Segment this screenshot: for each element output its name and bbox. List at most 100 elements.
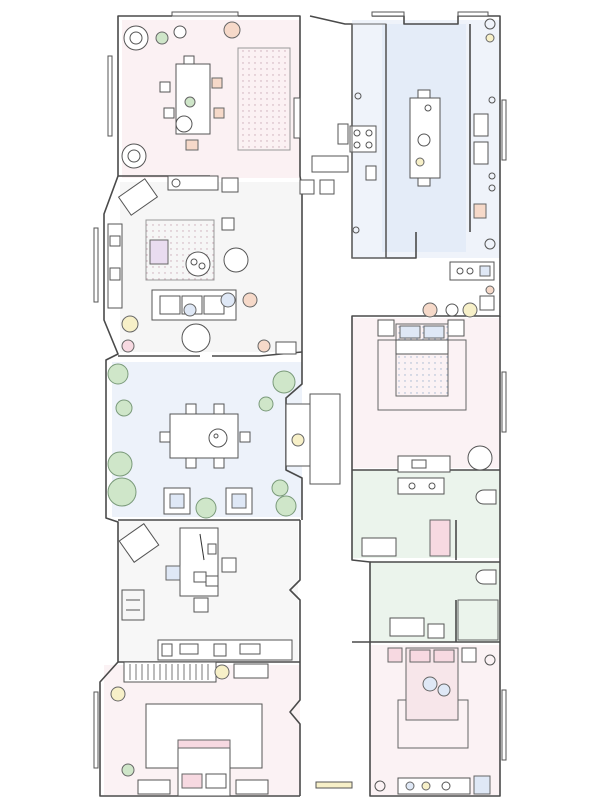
stool-icon bbox=[417, 89, 431, 99]
hallway bbox=[299, 123, 377, 195]
wall-left-top bbox=[238, 15, 301, 26]
speaker-icon bbox=[109, 267, 121, 281]
pillow-icon bbox=[181, 773, 203, 789]
window-right-1 bbox=[501, 99, 507, 161]
jar-icon bbox=[488, 96, 496, 104]
plant-icon bbox=[484, 654, 496, 666]
pen-icon bbox=[199, 533, 205, 561]
plant-icon bbox=[115, 399, 133, 417]
plant-icon bbox=[485, 33, 495, 43]
plant-icon bbox=[107, 363, 129, 385]
chair-icon bbox=[213, 403, 225, 415]
pillow-icon bbox=[423, 325, 445, 339]
jar-icon bbox=[352, 226, 360, 234]
fruit-icon bbox=[415, 157, 425, 167]
vanity-icon bbox=[427, 623, 445, 639]
pillow-icon bbox=[220, 292, 236, 308]
armchair-icon bbox=[467, 445, 493, 471]
sink-icon bbox=[337, 123, 349, 145]
jar-icon bbox=[488, 184, 496, 192]
chair-icon bbox=[165, 565, 181, 581]
book-icon bbox=[239, 643, 261, 655]
burner-icon bbox=[365, 129, 373, 137]
toilet-icon bbox=[475, 489, 497, 505]
cushion-icon bbox=[231, 493, 247, 509]
jar-icon bbox=[456, 267, 464, 275]
book-icon bbox=[179, 643, 199, 655]
wall-bedroom-right bbox=[289, 662, 301, 796]
bathroom-right-top bbox=[361, 477, 497, 557]
cup-icon bbox=[213, 433, 219, 439]
window-top-2 bbox=[371, 11, 405, 17]
pillow-icon bbox=[291, 433, 305, 447]
nightstand-icon bbox=[387, 647, 403, 663]
bowl-icon bbox=[417, 133, 431, 147]
side-table-icon bbox=[110, 686, 126, 702]
chair-icon bbox=[183, 55, 195, 65]
wall-right-mid bbox=[351, 300, 501, 797]
garden-room bbox=[107, 363, 341, 519]
pouf-icon bbox=[181, 323, 211, 353]
jar-icon bbox=[466, 267, 474, 275]
chair-icon bbox=[473, 775, 491, 795]
bathtub-icon bbox=[361, 537, 397, 557]
cushion-icon bbox=[169, 493, 185, 509]
cabinet-icon bbox=[473, 203, 487, 219]
rug-icon bbox=[237, 47, 291, 151]
sideboard-icon bbox=[293, 97, 301, 139]
chair-icon bbox=[159, 81, 171, 93]
book-icon bbox=[213, 643, 227, 657]
chair-icon bbox=[211, 77, 223, 89]
plant-icon bbox=[485, 285, 495, 295]
plant-icon bbox=[123, 25, 149, 51]
dresser-icon bbox=[397, 777, 471, 795]
window-bottom-hall bbox=[315, 781, 353, 789]
armchair-icon bbox=[223, 247, 249, 273]
appliance-icon bbox=[365, 165, 377, 181]
chair-icon bbox=[163, 107, 175, 119]
chair-icon bbox=[185, 139, 199, 151]
bedroom-right-top bbox=[377, 302, 493, 473]
dining-room bbox=[121, 21, 301, 169]
burner-icon bbox=[365, 141, 373, 149]
chair-icon bbox=[193, 597, 209, 613]
window-top-3 bbox=[457, 11, 489, 17]
plant-icon bbox=[107, 477, 137, 507]
cushion-icon bbox=[422, 676, 438, 692]
plant-icon bbox=[121, 763, 135, 777]
chair-icon bbox=[159, 431, 171, 443]
fridge-icon bbox=[473, 113, 489, 137]
side-table-icon bbox=[121, 315, 139, 333]
window-left-2 bbox=[93, 227, 99, 303]
easel-icon bbox=[121, 589, 145, 621]
tv-icon bbox=[411, 459, 427, 469]
side-table-icon bbox=[257, 339, 271, 353]
window-left-3 bbox=[93, 691, 99, 769]
piano-keys bbox=[129, 664, 209, 680]
chair-icon bbox=[213, 107, 225, 119]
sofa-cushion bbox=[159, 295, 181, 315]
blanket-icon bbox=[395, 339, 449, 355]
cup-icon bbox=[424, 104, 432, 112]
dresser-icon bbox=[397, 455, 451, 473]
cup-icon bbox=[190, 258, 198, 266]
nightstand-icon bbox=[235, 779, 269, 795]
coffee-table-icon bbox=[185, 251, 211, 277]
box-icon bbox=[479, 295, 495, 311]
shower-icon bbox=[457, 599, 499, 641]
cabinet-icon bbox=[275, 341, 297, 355]
plant-icon-inner bbox=[127, 149, 141, 163]
book-icon bbox=[161, 643, 173, 657]
plant-icon bbox=[223, 21, 241, 39]
plant-icon bbox=[173, 25, 187, 39]
bathtub-icon bbox=[389, 617, 425, 637]
side-table-icon bbox=[422, 302, 438, 318]
knob-icon bbox=[421, 781, 431, 791]
window-left-1 bbox=[107, 55, 113, 137]
box-icon bbox=[479, 265, 491, 277]
sink-icon bbox=[428, 482, 436, 490]
window-right-3 bbox=[501, 689, 507, 761]
plant-icon bbox=[121, 339, 135, 353]
kitchen bbox=[351, 18, 496, 311]
sink-icon bbox=[408, 482, 416, 490]
